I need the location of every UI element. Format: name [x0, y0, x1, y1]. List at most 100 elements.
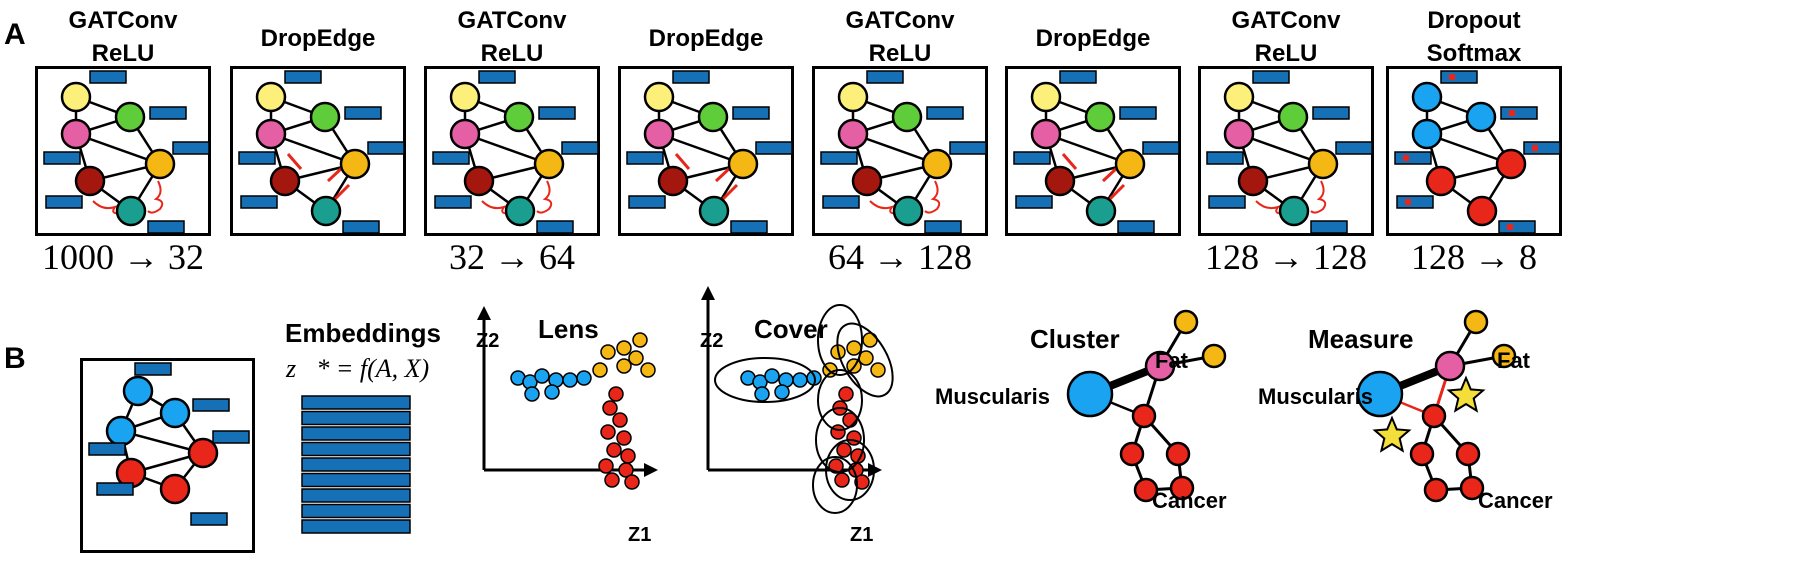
- graph-node: [1114, 148, 1146, 180]
- scatter-point: [618, 462, 634, 478]
- scatter-point: [834, 472, 850, 488]
- embedding-row: [301, 457, 411, 472]
- scatter-point: [602, 400, 618, 416]
- feature-bar: [822, 195, 860, 209]
- attention-squiggle: [924, 180, 941, 214]
- feature-bar: [367, 141, 405, 155]
- mapper-node-muscularis: [1066, 370, 1114, 418]
- cover-ellipse: [817, 369, 863, 431]
- layer-graph-box-6: [1005, 66, 1181, 236]
- layer-graph-box-4: [618, 66, 794, 236]
- graph-node: [837, 81, 869, 113]
- graph-node: [891, 101, 923, 133]
- lens-title: Lens: [538, 314, 599, 344]
- graph-node: [1223, 81, 1255, 113]
- layer-title-line2: ReLU: [91, 40, 155, 67]
- graph-node: [697, 101, 729, 133]
- y-axis-arrow: [701, 286, 715, 300]
- cover-y-axis-label: Z2: [700, 330, 724, 352]
- cover-ellipse: [825, 439, 875, 501]
- feature-bar: [96, 482, 134, 496]
- layer-title-6: DropEdge: [988, 22, 1198, 55]
- graph-node: [255, 81, 287, 113]
- graph-node: [727, 148, 759, 180]
- embedding-row: [301, 426, 411, 441]
- scatter-point: [524, 386, 540, 402]
- feature-bar: [43, 151, 81, 165]
- scatter-point: [534, 368, 550, 384]
- embedding-row: [301, 395, 411, 410]
- graph-node: [1411, 118, 1443, 150]
- scatter-point: [754, 386, 770, 402]
- scatter-point: [830, 424, 846, 440]
- feature-bar: [1015, 195, 1053, 209]
- layer-graph-box-7: [1198, 66, 1374, 236]
- dropped-feature-mark: [1403, 155, 1409, 161]
- feature-bar: [755, 141, 793, 155]
- graph-node: [159, 397, 191, 429]
- graph-node: [643, 118, 675, 150]
- scatter-point: [562, 372, 578, 388]
- scatter-point: [544, 384, 560, 400]
- feature-bar: [628, 195, 666, 209]
- cover-ellipse: [714, 357, 816, 403]
- cover-title: Cover: [754, 314, 828, 344]
- scatter-point: [854, 474, 870, 490]
- graph-node: [1411, 81, 1443, 113]
- scatter-point: [592, 362, 608, 378]
- attention-squiggle: [536, 180, 553, 214]
- feature-bar: [1312, 106, 1350, 120]
- dimension-label-1: 1000 → 32: [42, 237, 204, 277]
- feature-bar: [149, 106, 187, 120]
- cover-ellipse: [815, 407, 865, 473]
- feature-bar: [172, 141, 210, 155]
- panel-a-label: A: [4, 18, 26, 51]
- feature-bar: [1208, 195, 1246, 209]
- dropped-edge-mark: [331, 183, 351, 203]
- graph-node: [269, 165, 301, 197]
- cover-scatter-plot: [701, 286, 894, 514]
- embedding-row: [301, 488, 411, 503]
- graph-node: [1044, 165, 1076, 197]
- scatter-point: [576, 370, 592, 386]
- feature-bar: [672, 70, 710, 84]
- scatter-point: [616, 430, 632, 446]
- lens-y-axis-label: Z2: [476, 330, 500, 352]
- graph-node: [463, 165, 495, 197]
- dimension-label-8: 128 → 8: [1411, 237, 1537, 277]
- graph-node: [1307, 148, 1339, 180]
- layer-title-line1: DropEdge: [1035, 25, 1151, 52]
- feature-bar: [147, 220, 185, 234]
- feature-bar: [284, 70, 322, 84]
- layer-title-line2: ReLU: [480, 40, 544, 67]
- scatter-point: [632, 332, 648, 348]
- embedding-row: [301, 519, 411, 534]
- feature-bar: [1335, 141, 1373, 155]
- feature-bar: [344, 106, 382, 120]
- dropped-edge-mark: [286, 153, 303, 170]
- cluster-mapper-graph: [1066, 309, 1227, 503]
- graph-node: [309, 101, 341, 133]
- layer-title-line2: ReLU: [868, 40, 932, 67]
- feature-bar: [866, 70, 904, 84]
- mapper-node-fat: [1201, 343, 1227, 369]
- graph-node: [643, 81, 675, 113]
- mapper-node-fat: [1173, 309, 1199, 335]
- feature-bar: [626, 151, 664, 165]
- dropped-edge-mark: [674, 153, 691, 170]
- mapper-node-fat: [1491, 343, 1517, 369]
- feature-bar: [432, 151, 470, 165]
- mapper-node-junction: [1144, 350, 1176, 382]
- graph-node: [1237, 165, 1269, 197]
- measure-mapper-graph: [1356, 309, 1517, 503]
- layer-title-line1: Dropout: [1427, 7, 1521, 34]
- feature-bar: [212, 430, 250, 444]
- graph-node: [1223, 118, 1255, 150]
- feature-bar: [134, 362, 172, 376]
- scatter-point: [836, 442, 852, 458]
- graph-node: [187, 437, 219, 469]
- layer-title-line2: Softmax: [1426, 40, 1522, 67]
- scatter-point: [870, 362, 886, 378]
- feature-bar: [561, 141, 599, 155]
